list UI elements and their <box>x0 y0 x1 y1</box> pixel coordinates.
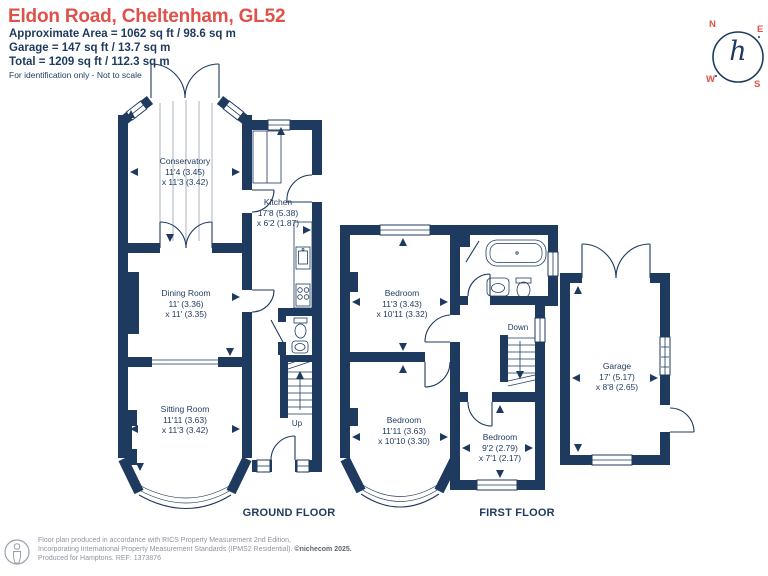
ground-floor-walls <box>118 96 322 495</box>
sink-icon <box>295 246 311 270</box>
first-floor-plan <box>340 224 559 508</box>
footer-disclaimer: Floor plan produced in accordance with R… <box>38 536 352 563</box>
measure-arrows-garage <box>572 286 658 452</box>
first-floor-walls <box>340 225 558 494</box>
room-label-bedroom2: Bedroom 11'11 (3.63) x 10'10 (3.30) <box>378 415 430 446</box>
compass-east: E <box>757 24 764 35</box>
total-area: Total = 1209 sq ft / 112.3 sq m <box>9 56 170 68</box>
basin-icon <box>486 277 510 297</box>
page-title: Eldon Road, Cheltenham, GL52 <box>8 6 286 27</box>
room-label-bedroom1: Bedroom 11'3 (3.43) x 10'11 (3.32) <box>376 288 428 319</box>
ground-floor-windows <box>256 119 310 473</box>
measure-arrows-ground <box>127 110 311 471</box>
garage-walls <box>560 273 670 465</box>
copyright: ©nichecom 2025. <box>294 546 352 553</box>
room-label-bedroom3: Bedroom 9'2 (2.79) x 7'1 (2.17) <box>478 432 522 463</box>
conservatory-glazing <box>159 100 213 241</box>
ground-floor-doors <box>150 63 313 461</box>
stairs-down-label: Down <box>507 323 529 332</box>
stairs-down <box>507 337 536 387</box>
toilet-icon <box>515 277 532 299</box>
footer-line3: Produced for Hamptons. REF: 1373876 <box>38 555 161 562</box>
hob-icon <box>295 283 311 307</box>
first-floor-windows <box>379 224 559 491</box>
compass-west: W <box>706 74 715 85</box>
ground-floor-label: GROUND FLOOR <box>242 507 336 519</box>
person-badge-icon <box>4 539 30 565</box>
compass-icon <box>712 31 764 83</box>
chimney-breast <box>350 408 358 426</box>
chimney-breast <box>128 272 139 334</box>
bath-icon <box>485 239 547 267</box>
conservatory-corner-window <box>222 100 245 121</box>
stairs-up-label: Up <box>291 419 303 428</box>
chimney-breast <box>350 272 358 292</box>
room-label-garage: Garage 17' (5.17) x 8'8 (2.65) <box>595 361 639 392</box>
garage-area: Garage = 147 sq ft / 13.7 sq m <box>9 42 171 54</box>
garage-windows <box>591 336 671 466</box>
measure-arrows-first <box>352 238 533 478</box>
compass-south: S <box>754 79 761 90</box>
first-floor-doors <box>424 240 493 427</box>
footer-line1: Floor plan produced in accordance with R… <box>38 537 291 544</box>
approximate-area: Approximate Area = 1062 sq ft / 98.6 sq … <box>9 28 236 40</box>
compass-north: N <box>709 19 716 30</box>
chimney-breast <box>128 410 132 465</box>
room-label-kitchen: Kitchen 17'8 (5.38) x 6'2 (1.87) <box>256 197 300 228</box>
basin-icon <box>291 340 309 354</box>
bay-window <box>360 483 440 508</box>
toilet-icon <box>293 317 308 339</box>
kitchen-counter <box>252 130 313 309</box>
disclaimer: For identification only - Not to scale <box>9 70 142 80</box>
room-label-dining-room: Dining Room 11' (3.36) x 11' (3.35) <box>161 288 211 319</box>
footer-line2: Incorporating International Property Mea… <box>38 546 352 553</box>
garage-doors <box>581 243 695 433</box>
garage-plan <box>560 243 695 466</box>
first-floor-label: FIRST FLOOR <box>479 507 555 519</box>
stairs-up <box>287 355 313 415</box>
ground-floor-plan <box>118 63 322 509</box>
bay-window <box>138 484 232 509</box>
room-label-conservatory: Conservatory 11'4 (3.45) x 11'3 (3.42) <box>159 156 211 187</box>
hamptons-logo-h: h <box>729 36 747 67</box>
room-label-sitting-room: Sitting Room 11'11 (3.63) x 11'3 (3.42) <box>160 404 210 435</box>
